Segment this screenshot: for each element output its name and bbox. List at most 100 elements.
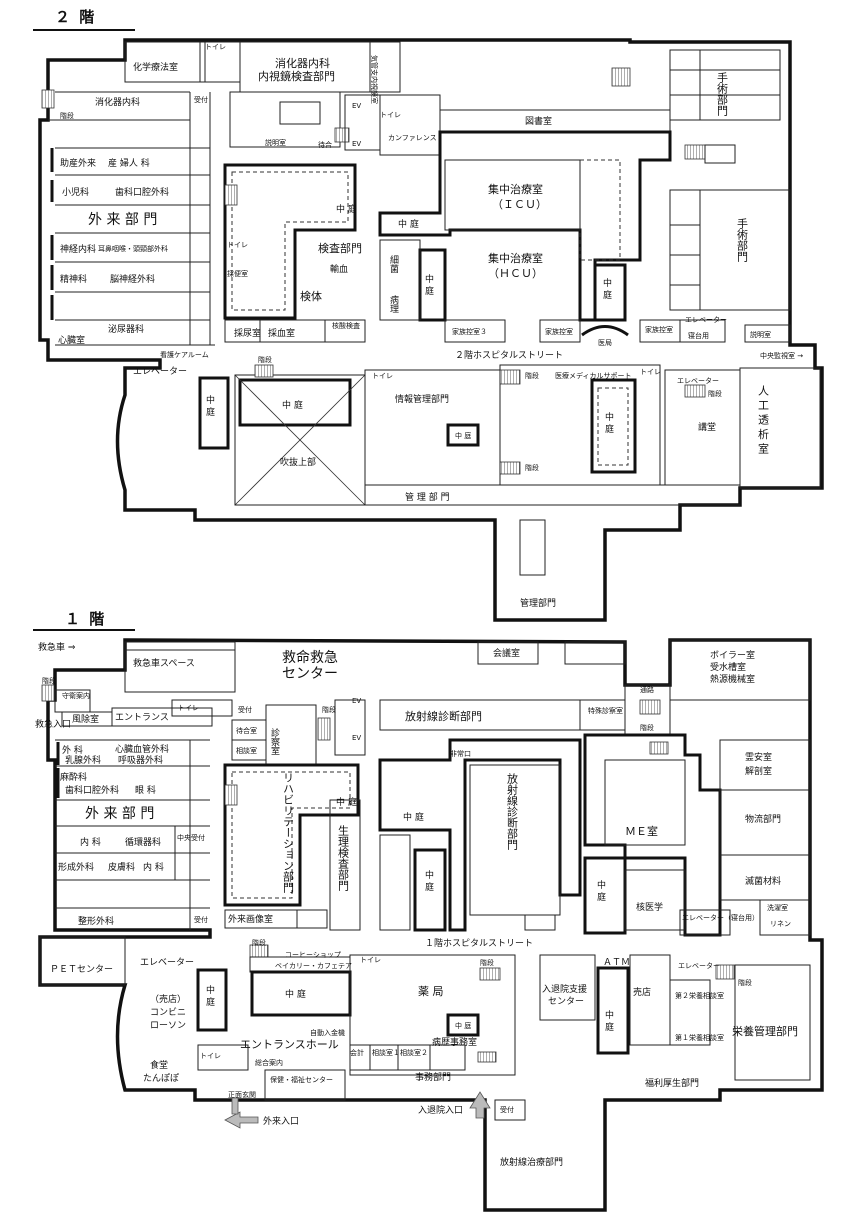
label-reception-1a: 受付 xyxy=(238,705,252,714)
label-entrance-hall: エントランスホール xyxy=(240,1038,339,1051)
label-pharmacy: 薬 局 xyxy=(418,985,444,998)
label-courtyard-1e: 中 庭 xyxy=(204,984,215,1007)
floor-2-title: ２ 階 xyxy=(55,8,96,26)
label-morgue-2: 解剖室 xyxy=(745,765,772,777)
label-pathology: 病理 xyxy=(388,294,399,313)
label-shop: 売店 xyxy=(633,986,651,998)
floor-1: １ 階 xyxy=(33,610,824,1212)
label-stairs-2-right: 階段 xyxy=(708,389,722,398)
label-hcu-2: （ＨＣＵ） xyxy=(488,267,543,280)
label-dental-1: 歯科口腔外科 xyxy=(65,784,119,796)
label-ortho: 整形外科 xyxy=(78,915,114,927)
label-welfare: 福利厚生部門 xyxy=(645,1077,699,1089)
label-outpatient-1: 外 来 部 門 xyxy=(85,806,154,822)
label-psych: 精神科 xyxy=(60,273,87,285)
label-courtyard-2g: 中 庭 xyxy=(455,431,471,440)
label-admin-2: 管 理 部 門 xyxy=(405,491,450,503)
label-urine: 採尿室 xyxy=(234,327,261,339)
label-lab: 検査部門 xyxy=(318,241,362,255)
label-care-room: 看護ケアルーム xyxy=(160,350,209,359)
label-ophth: 眼 科 xyxy=(135,784,156,796)
label-courtyard-1f: 中 庭 xyxy=(285,988,306,1000)
label-store-2: コンビニ xyxy=(150,1007,186,1018)
label-courtyard-2b: 中 庭 xyxy=(398,218,419,230)
label-atrium: 吹抜上部 xyxy=(280,456,316,468)
label-bacteria: 細菌 xyxy=(388,254,399,274)
label-cafeteria-2: たんぽぽ xyxy=(143,1073,179,1084)
label-special-exam: 特殊診察室 xyxy=(588,706,623,715)
label-linen: リネン xyxy=(770,920,791,928)
label-ent: 耳鼻咽喉・頭頸部外科 xyxy=(98,244,168,253)
label-general-info: 総合案内 xyxy=(255,1058,283,1067)
label-auto-payment: 自動入金機 xyxy=(310,1028,345,1037)
label-passage: 通路 xyxy=(640,685,654,694)
label-toilet-ev: トイレ xyxy=(380,111,401,119)
label-surgery-2a: 手術部門 xyxy=(716,71,729,117)
label-records: 病歴事務室 xyxy=(432,1036,477,1048)
label-toilet-1a: トイレ xyxy=(178,704,199,712)
label-admin-office: 事務部門 xyxy=(415,1071,451,1083)
label-circulatory: 循環器科 xyxy=(125,836,161,848)
floor1-outer-wall xyxy=(38,638,824,1212)
label-radiology: 放射線診断部門 xyxy=(405,709,482,723)
label-nutrition: 栄養管理部門 xyxy=(732,1024,798,1038)
label-elevator-bed-1: エレベーター（寝台用） xyxy=(682,913,759,922)
label-consult-a: 相談室１ xyxy=(372,1048,400,1057)
label-stairs-1-right: 階段 xyxy=(640,723,654,732)
label-bakery: ベイカリー・カフェテア xyxy=(275,962,352,970)
label-exam: 診察室 xyxy=(269,727,280,755)
label-courtyard-1h: 中 庭 xyxy=(603,1009,614,1032)
label-reception-ortho: 受付 xyxy=(194,915,208,924)
label-elevator-2r: エレベーター xyxy=(677,376,719,385)
label-library: 図書室 xyxy=(525,115,552,127)
label-front-door: 正面玄関 xyxy=(228,1090,256,1099)
label-medical-office: 医局 xyxy=(598,339,612,347)
label-endoscopy-2: 内視鏡検査部門 xyxy=(258,69,335,83)
label-courtyard-1b: 中 庭 xyxy=(403,811,424,823)
label-cardio: 心臓血管外科 xyxy=(115,743,169,755)
label-blood: 採血室 xyxy=(268,327,295,339)
floor-2: ２ 階 xyxy=(33,8,824,622)
label-trachea: 気管支内視鏡室 xyxy=(370,55,379,104)
label-entrance: エントランス xyxy=(115,712,169,723)
label-stairs-1-mid: 階段 xyxy=(480,958,494,967)
label-courtyard-1g: 中 庭 xyxy=(455,1021,471,1030)
label-store-3: ローソン xyxy=(150,1021,186,1031)
label-elevator-1w: エレベーター xyxy=(140,957,194,968)
label-courtyard-2c: 中 庭 xyxy=(423,273,434,296)
label-icu-2: （ＩＣＵ） xyxy=(492,198,547,211)
label-neurosurg: 脳神経外科 xyxy=(110,273,155,285)
label-pediatrics: 小児科 xyxy=(62,186,89,198)
label-auditorium: 講堂 xyxy=(698,421,716,433)
label-pet: ＰＥＴセンター xyxy=(50,964,113,975)
label-coffee: コーヒーショップ xyxy=(285,951,341,959)
label-logistics: 物流部門 xyxy=(745,813,781,825)
label-conference-2: カンファレンス xyxy=(388,134,437,142)
label-sample: 採便室 xyxy=(227,269,248,278)
label-consult-2: 第２栄養相談室 xyxy=(675,991,724,1000)
label-outer-image: 外来画像室 xyxy=(228,913,273,925)
label-heart-room: 心臓室 xyxy=(58,334,85,346)
label-admin-2b: 管理部門 xyxy=(520,597,556,609)
label-surgery-2b: 手術部門 xyxy=(736,217,749,263)
label-store-1: （売店） xyxy=(150,993,186,1005)
label-family-icu: 家族控室 xyxy=(645,325,673,334)
label-family-3: 家族控室３ xyxy=(452,327,487,336)
label-me-room: ＭＥ室 xyxy=(625,824,658,838)
label-gastro: 消化器内科 xyxy=(95,96,140,108)
label-toilet-1c: トイレ xyxy=(200,1052,221,1060)
label-internal: 内 科 xyxy=(80,836,101,848)
label-ev-2a: EV xyxy=(352,102,361,110)
label-physio: 生理検査部門 xyxy=(337,824,350,892)
label-gastro-reception: 受付 xyxy=(194,95,208,104)
label-emergency-2: センター xyxy=(282,666,338,682)
label-courtyard-2d: 中 庭 xyxy=(601,277,612,300)
label-ev-1b: EV xyxy=(352,734,361,742)
label-radio-dept: 放射線診断部門 xyxy=(506,772,519,851)
label-chemo: 化学療法室 xyxy=(133,61,178,73)
label-admission-1: 入退院支援 xyxy=(542,983,587,995)
label-heat: 熱源機械室 xyxy=(710,673,755,685)
label-laundry: 洗濯室 xyxy=(767,903,788,912)
label-specimen: 検体 xyxy=(300,289,322,303)
